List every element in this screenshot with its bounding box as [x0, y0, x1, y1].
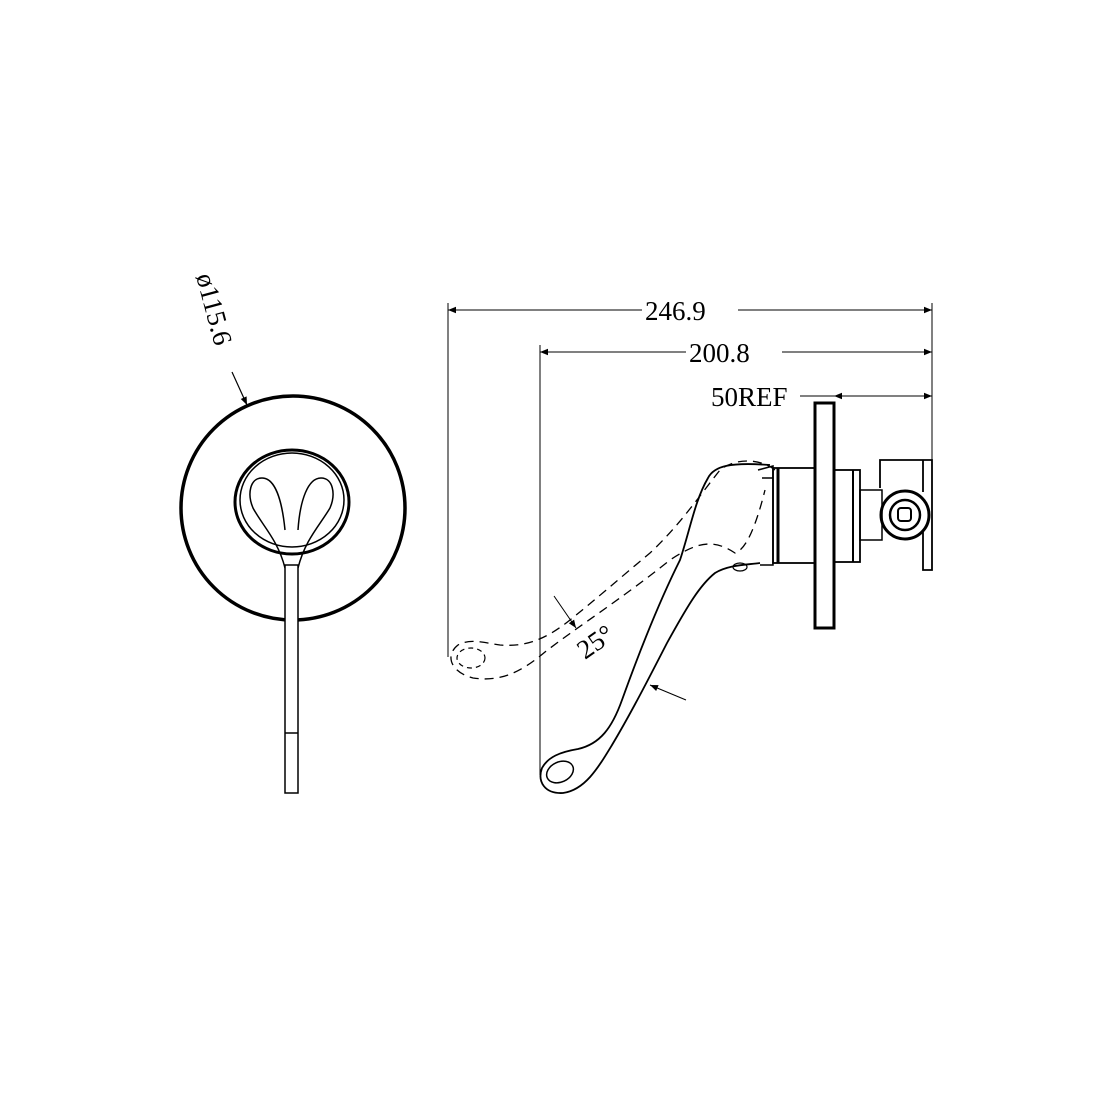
- valve-port-middle: [888, 498, 922, 532]
- lever-tip-hole: [545, 760, 575, 784]
- handle-hub-outer: [233, 448, 351, 556]
- front-view: ø115.6: [179, 270, 407, 794]
- angle-leader-upper: [553, 595, 577, 629]
- angle-leader-lower: [649, 684, 687, 701]
- lever-rotated-hole: [456, 647, 486, 669]
- diameter-leader: [231, 371, 248, 406]
- handle-petal-left: [249, 477, 286, 569]
- dimension-ref: 50REF: [711, 382, 788, 412]
- handle-hub-inner: [239, 452, 345, 548]
- valve-block: [879, 459, 933, 571]
- handle-collar: [757, 465, 774, 566]
- diameter-label: ø115.6: [190, 270, 238, 349]
- angle-label: 25°: [571, 619, 619, 665]
- handle-petal-right: [297, 477, 334, 569]
- handle-stem: [284, 564, 299, 794]
- lever-rotated-outline: [450, 460, 776, 680]
- side-view: 246.9 200.8 50REF 25°: [447, 294, 933, 794]
- lever-handle: [539, 463, 771, 794]
- valve-connector: [859, 489, 883, 541]
- valve-port-outer: [879, 489, 931, 541]
- wall-plate: [813, 401, 836, 630]
- valve-collar: [833, 469, 861, 563]
- dimension-lever: 200.8: [689, 338, 750, 368]
- valve-port-square: [897, 507, 912, 522]
- dimension-overall: 246.9: [645, 296, 706, 326]
